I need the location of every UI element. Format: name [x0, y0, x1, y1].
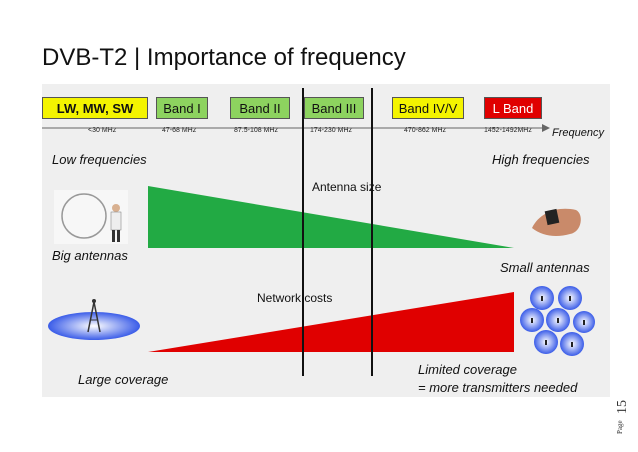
- range-lw-mw-sw: <30 MHz: [88, 127, 117, 134]
- antenna-size-wedge: [148, 186, 514, 250]
- big-antenna-image: [54, 190, 128, 244]
- frequency-axis: [42, 121, 610, 133]
- high-frequencies-label: High frequencies: [492, 152, 590, 167]
- band-lw-mw-sw: LW, MW, SW: [42, 97, 148, 119]
- band-1: Band I: [156, 97, 208, 119]
- big-antennas-label: Big antennas: [52, 248, 128, 263]
- small-cells-image: [520, 284, 596, 358]
- low-frequencies-label: Low frequencies: [52, 152, 147, 167]
- antenna-size-label: Antenna size: [312, 180, 382, 194]
- band-3: Band III: [304, 97, 364, 119]
- page-number: Page 15: [608, 396, 632, 436]
- range-band-l: 1452-1492MHz: [484, 127, 532, 134]
- page-title: DVB-T2 | Importance of frequency: [42, 44, 406, 71]
- large-coverage-label: Large coverage: [78, 372, 169, 387]
- small-antennas-label: Small antennas: [500, 260, 590, 275]
- limited-coverage-label: Limited coverage: [418, 362, 517, 377]
- more-transmitters-label: = more transmitters needed: [418, 380, 578, 395]
- small-antenna-image: [528, 198, 584, 242]
- band-l: L Band: [484, 97, 542, 119]
- band-4-5: Band IV/V: [392, 97, 464, 119]
- band-3-left-divider: [302, 88, 304, 376]
- range-band-2: 87.5-108 MHz: [234, 127, 278, 134]
- range-band-4-5: 470-862 MHz: [404, 127, 447, 134]
- frequency-label: Frequency: [552, 127, 604, 139]
- network-costs-wedge: [148, 292, 516, 354]
- network-costs-label: Network costs: [257, 291, 333, 305]
- range-band-3: 174-230 MHz: [310, 127, 353, 134]
- page-word: Page: [616, 420, 624, 434]
- band-2: Band II: [230, 97, 290, 119]
- large-coverage-image: [46, 292, 142, 342]
- range-band-1: 47-68 MHz: [162, 127, 197, 134]
- band-3-right-divider: [371, 88, 373, 376]
- page-number-value: 15: [615, 400, 630, 414]
